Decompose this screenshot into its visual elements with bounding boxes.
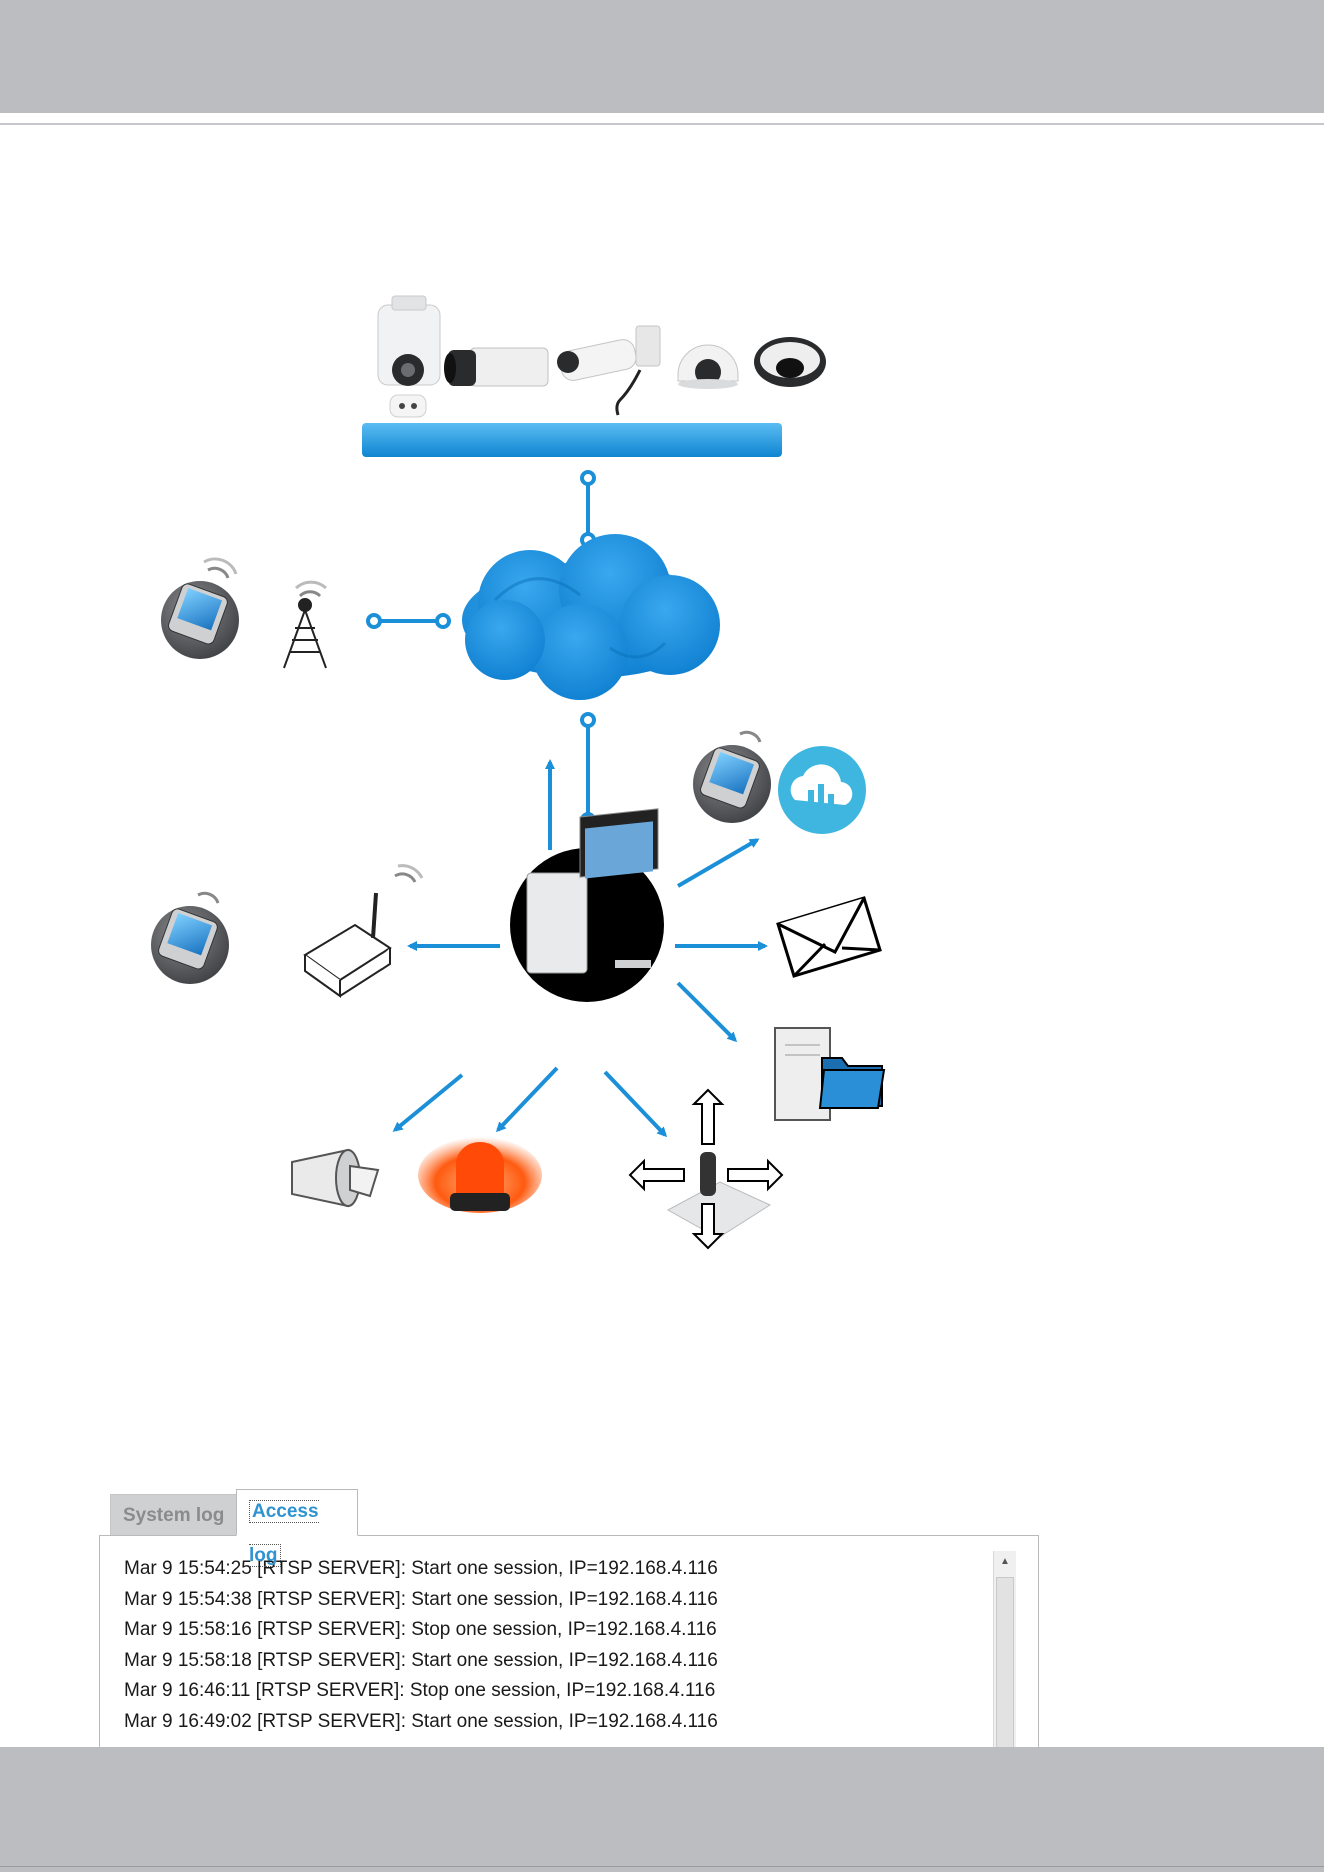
tab-system-log[interactable]: System log [110,1494,240,1536]
log-panel[interactable]: Mar 9 15:54:25 [RTSP SERVER]: Start one … [99,1535,1039,1765]
scroll-thumb[interactable] [996,1577,1014,1767]
fisheye-camera-icon [754,337,826,387]
tab-access-log[interactable]: Access log [236,1489,358,1536]
log-viewer: System log Access log Mar 9 15:54:25 [RT… [96,1494,1046,1754]
header-bar [0,0,1324,113]
event-action-diagram [0,290,1324,1270]
log-line: Mar 9 15:54:38 [RTSP SERVER]: Start one … [124,1585,718,1616]
dome-camera-icon [678,345,738,389]
nas-folder-icon [775,1028,884,1120]
log-line: Mar 9 16:49:02 [RTSP SERVER]: Start one … [124,1707,718,1738]
log-line: Mar 9 15:54:25 [RTSP SERVER]: Start one … [124,1554,718,1585]
ptz-joystick-icon [630,1090,782,1248]
bullet-camera-icon [557,326,660,415]
log-lines: Mar 9 15:54:25 [RTSP SERVER]: Start one … [124,1554,718,1738]
header-divider [0,123,1324,125]
alarm-light-icon [418,1137,542,1213]
email-envelope-icon [778,898,880,976]
scroll-up-arrow-icon[interactable]: ▲ [994,1551,1016,1573]
server-computer-icon [510,809,664,1002]
log-line: Mar 9 15:58:18 [RTSP SERVER]: Start one … [124,1646,718,1677]
internet-cloud-icon [462,534,720,700]
log-line: Mar 9 16:46:11 [RTSP SERVER]: Stop one s… [124,1676,718,1707]
footer-divider [0,1866,1324,1867]
log-line: Mar 9 15:58:16 [RTSP SERVER]: Stop one s… [124,1615,718,1646]
tower-to-cloud-connector [368,615,449,627]
network-bus-icon [362,423,782,457]
cell-tower-icon [284,582,326,668]
mobile-phone-icon [151,893,229,984]
log-scrollbar[interactable]: ▲ [993,1551,1016,1767]
mobile-phone-icon [161,559,239,659]
box-camera-icon [444,348,548,386]
footer-bar [0,1747,1324,1872]
mobile-phone-icon [693,732,771,823]
bus-to-cloud-connector [582,472,594,546]
gsm-modem-icon [305,866,422,996]
horn-speaker-icon [292,1150,378,1206]
speed-dome-camera-icon [378,296,440,417]
cloud-storage-icon [778,746,866,834]
cloud-to-server-connector [582,714,594,826]
